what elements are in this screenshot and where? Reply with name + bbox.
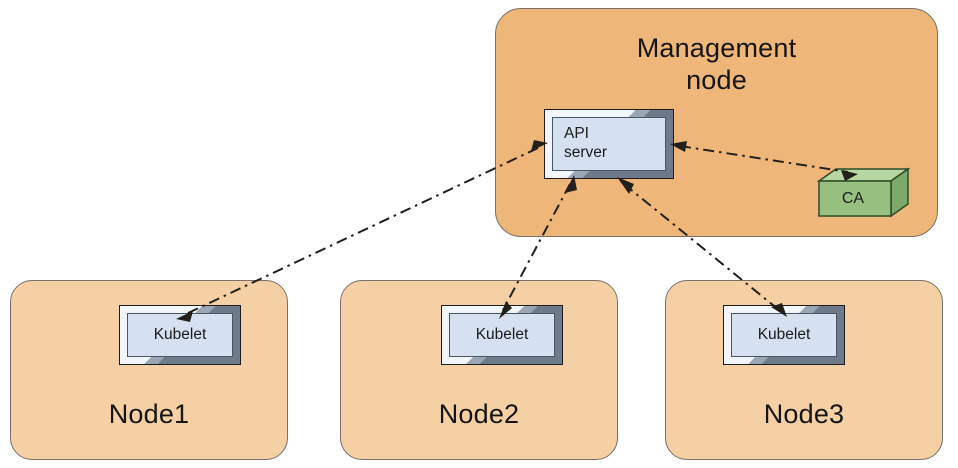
kubelet-box-node1[interactable]: Kubelet [119, 305, 241, 365]
kubelet-inner-node3: Kubelet [731, 313, 837, 357]
api-server-label: API server [564, 125, 608, 161]
api-server-box[interactable]: API server [544, 109, 674, 179]
management-node-title: Management node [636, 33, 797, 95]
management-node-panel: Management node API server CA [495, 8, 938, 237]
ca-box[interactable]: CA [816, 167, 911, 219]
kubelet-box-node2[interactable]: Kubelet [441, 305, 563, 365]
api-server-inner: API server [552, 117, 666, 171]
kubelet-label-node1: Kubelet [153, 325, 207, 343]
kubelet-label-node2: Kubelet [475, 325, 529, 343]
worker-node-1-panel: Kubelet Node1 [10, 280, 288, 460]
kubelet-label-node3: Kubelet [757, 325, 811, 343]
worker-node-1-title: Node1 [108, 399, 190, 430]
kubelet-inner-node1: Kubelet [127, 313, 233, 357]
worker-node-3-title: Node3 [763, 399, 845, 430]
worker-node-3-panel: Kubelet Node3 [665, 280, 943, 460]
worker-node-2-panel: Kubelet Node2 [340, 280, 618, 460]
kubelet-box-node3[interactable]: Kubelet [723, 305, 845, 365]
ca-label: CA [841, 190, 865, 207]
kubelet-inner-node2: Kubelet [449, 313, 555, 357]
worker-node-2-title: Node2 [438, 399, 520, 430]
